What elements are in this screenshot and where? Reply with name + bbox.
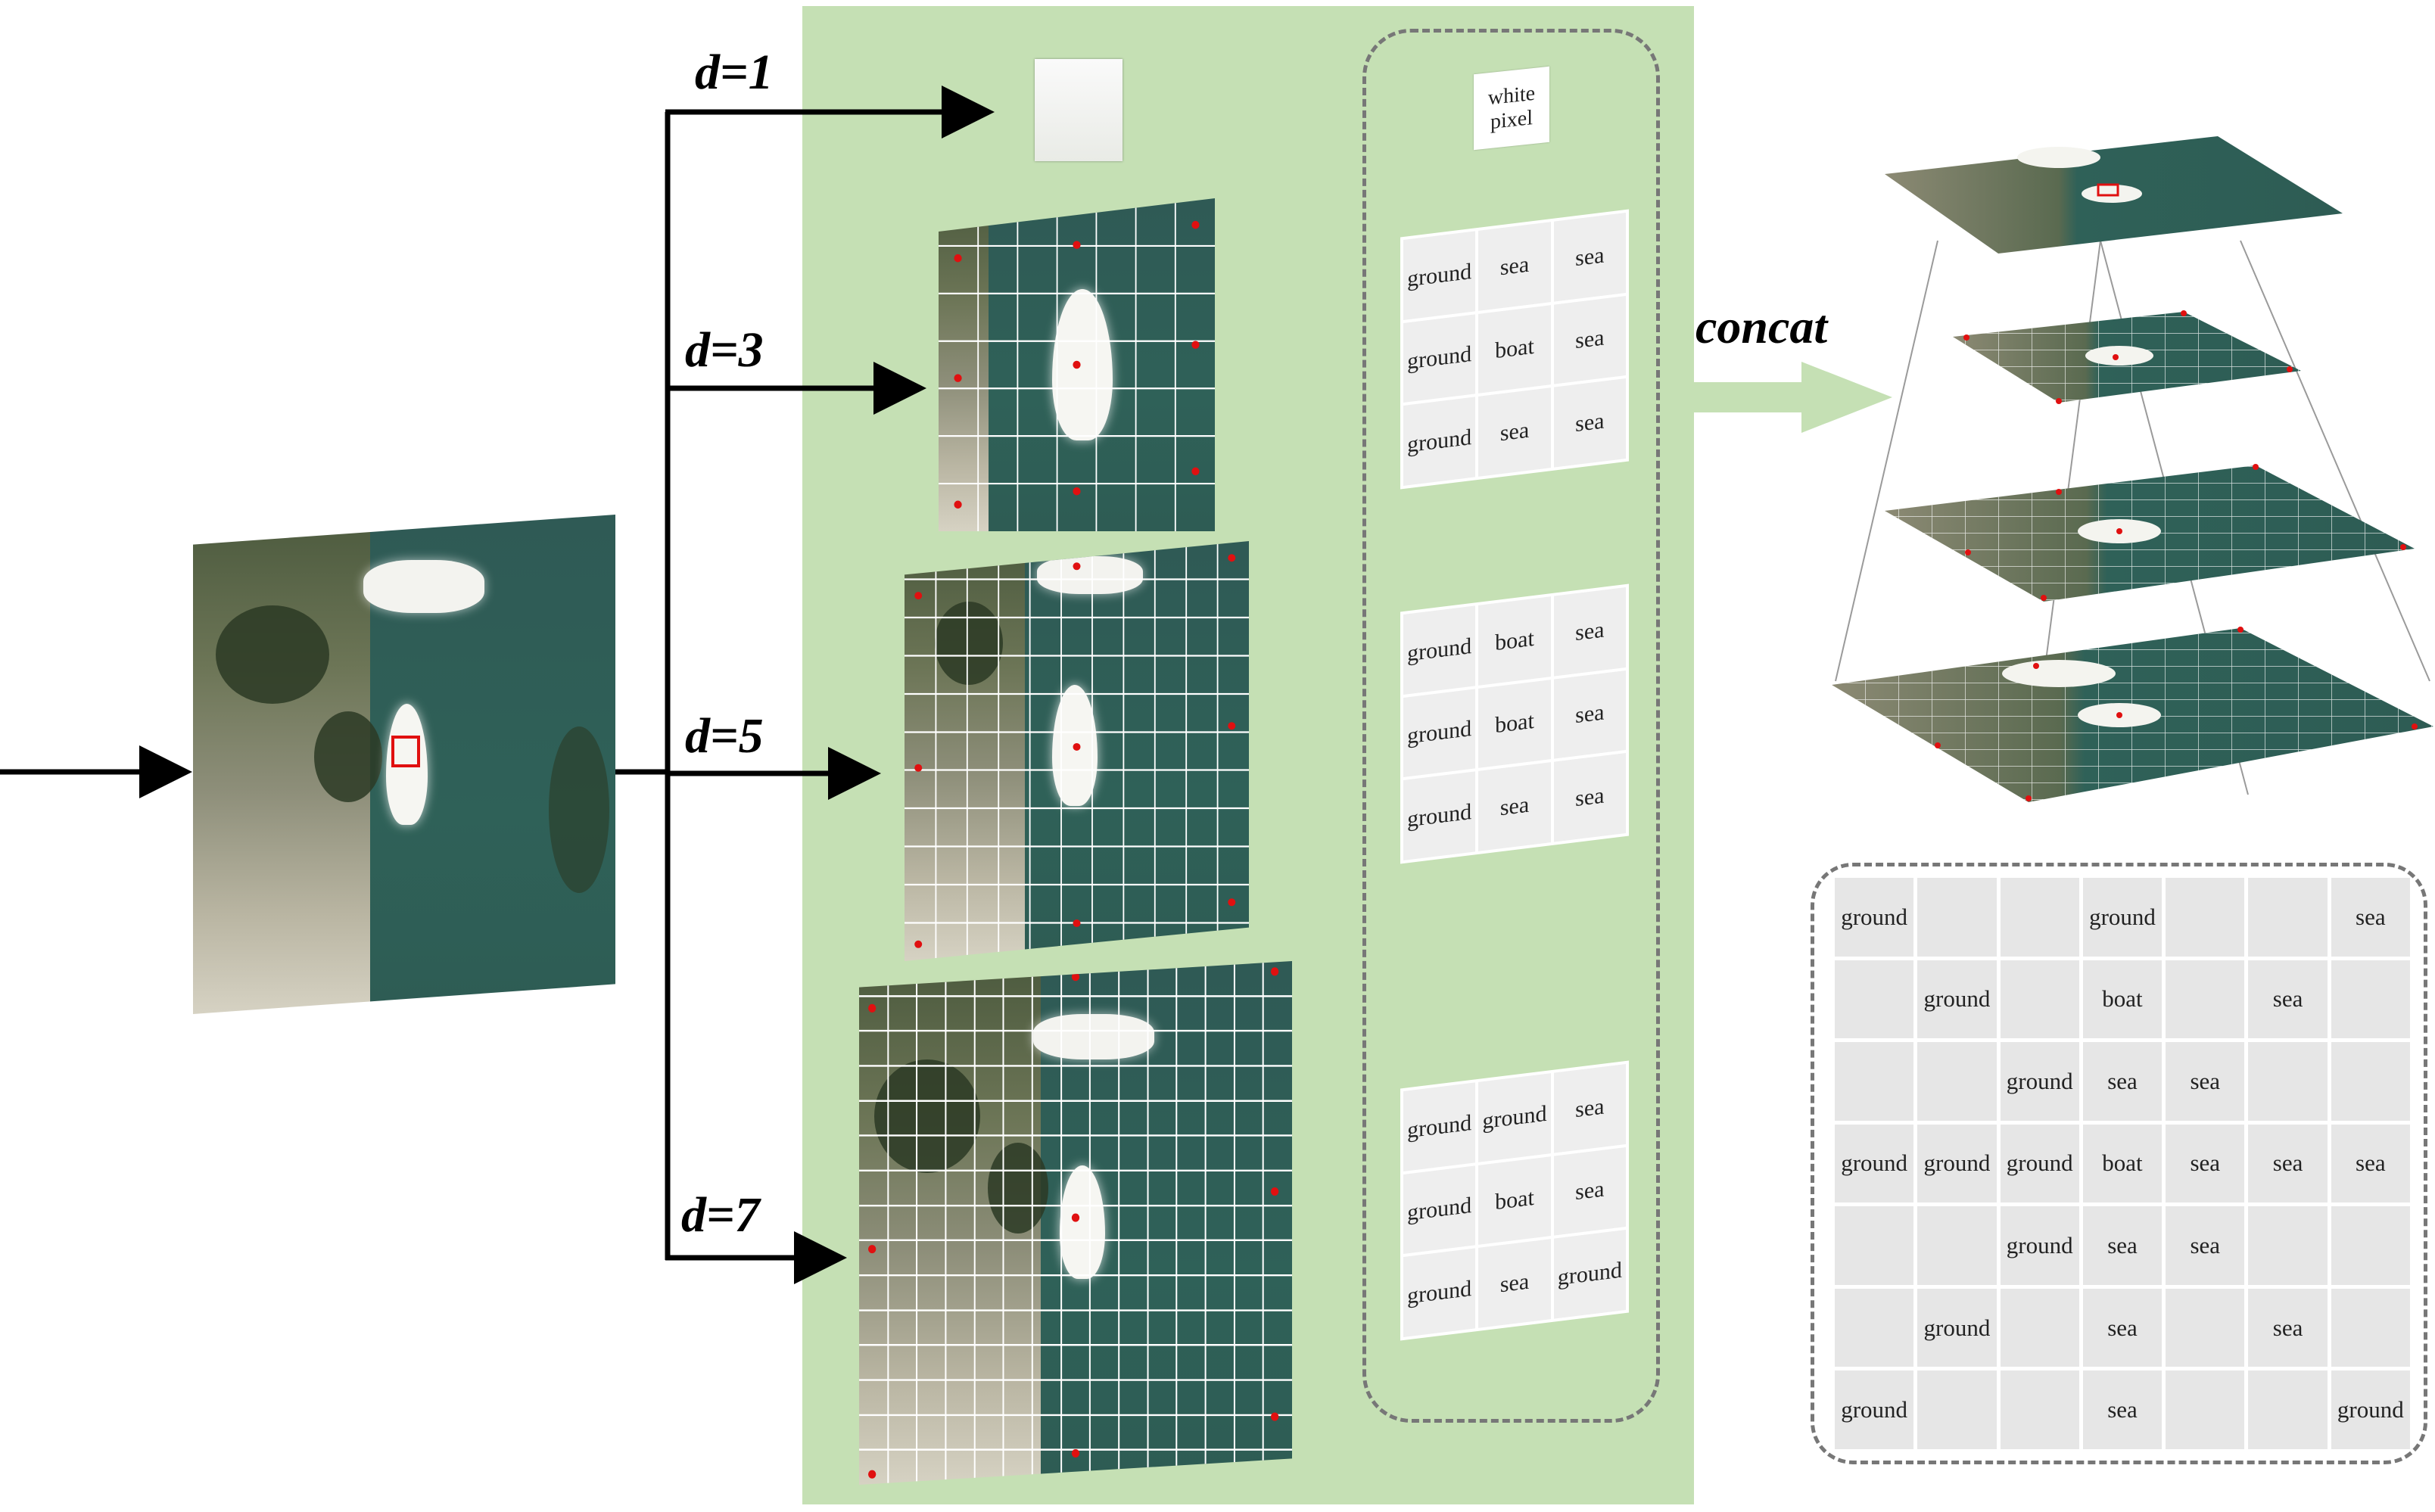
input-image xyxy=(193,515,615,1014)
merged-grid-cell xyxy=(2000,878,2079,957)
merged-grid-cell: ground xyxy=(1835,1124,1914,1203)
merged-grid-cell: ground xyxy=(1835,878,1914,957)
pyramid-layer-3 xyxy=(1885,464,2415,602)
concat-arrow xyxy=(1692,362,1892,433)
merged-grid-cell xyxy=(1835,960,1914,1039)
dilation-label-d7: d=7 xyxy=(681,1187,760,1243)
d3-sampled-grid xyxy=(939,198,1215,531)
pyramid-layer-top xyxy=(1885,136,2343,254)
merged-grid-cell: sea xyxy=(2166,1206,2245,1285)
merged-grid-cell xyxy=(2000,1288,2079,1367)
label-grid-group xyxy=(1362,29,1660,1423)
merged-grid-cell xyxy=(2166,878,2245,957)
dilation-label-d1: d=1 xyxy=(695,45,774,100)
merged-grid-cell: boat xyxy=(2082,960,2163,1039)
merged-grid-cell xyxy=(1917,1370,1997,1449)
merged-grid-cell xyxy=(2248,1042,2328,1121)
merged-grid-cell: ground xyxy=(2000,1124,2079,1203)
merged-grid-cell: ground xyxy=(1917,960,1997,1039)
merged-grid-cell xyxy=(1917,878,1997,957)
merged-grid-cell xyxy=(2166,960,2245,1039)
d5-sampled-grid xyxy=(905,541,1249,961)
merged-grid-cell: boat xyxy=(2082,1124,2163,1203)
merged-grid-cell xyxy=(2331,1042,2410,1121)
merged-grid-cell: sea xyxy=(2166,1124,2245,1203)
merged-grid-cell: sea xyxy=(2082,1288,2163,1367)
concat-label: concat xyxy=(1695,300,1828,353)
merged-grid-cell xyxy=(1835,1042,1914,1121)
merged-grid-cell: sea xyxy=(2331,1124,2410,1203)
merged-grid-cell xyxy=(2166,1288,2245,1367)
merged-grid-cell xyxy=(2331,1288,2410,1367)
merged-grid-cell xyxy=(2000,960,2079,1039)
merged-grid-cell xyxy=(2248,1206,2328,1285)
merged-grid-cell: ground xyxy=(1917,1288,1997,1367)
merged-grid-cell xyxy=(2331,960,2410,1039)
dilation-label-d3: d=3 xyxy=(685,322,764,378)
merged-grid-cell: ground xyxy=(2000,1042,2079,1121)
merged-grid-cell: sea xyxy=(2082,1206,2163,1285)
merged-grid-cell xyxy=(2166,1370,2245,1449)
merged-grid-cell: sea xyxy=(2248,1288,2328,1367)
d1-sample-patch xyxy=(1035,59,1123,161)
dilation-label-d5: d=5 xyxy=(685,708,764,764)
merged-grid-cell xyxy=(1835,1288,1914,1367)
merged-grid-cell xyxy=(2331,1206,2410,1285)
merged-grid-cell xyxy=(1835,1206,1914,1285)
merged-grid-cell xyxy=(2000,1370,2079,1449)
merged-grid-cell: sea xyxy=(2082,1370,2163,1449)
merged-grid-cell: sea xyxy=(2166,1042,2245,1121)
merged-grid-cell xyxy=(2248,1370,2328,1449)
merged-grid-cell: sea xyxy=(2331,878,2410,957)
merged-grid-frame xyxy=(1811,863,2427,1464)
pyramid-layer-2 xyxy=(1953,310,2301,404)
merged-grid-cell: sea xyxy=(2082,1042,2163,1121)
merged-grid-cell: ground xyxy=(1835,1370,1914,1449)
merged-grid-cell: sea xyxy=(2248,1124,2328,1203)
target-pixel-marker xyxy=(391,736,420,767)
merged-grid-cell xyxy=(1917,1206,1997,1285)
merged-grid-cell xyxy=(1917,1042,1997,1121)
merged-grid-cell: ground xyxy=(2082,878,2163,957)
merged-grid-cell: ground xyxy=(2000,1206,2079,1285)
merged-grid-cell xyxy=(2248,878,2328,957)
pyramid-layer-bottom xyxy=(1832,627,2433,802)
d7-sampled-grid xyxy=(859,961,1292,1485)
merged-grid-cell: ground xyxy=(1917,1124,1997,1203)
merged-grid-cell: ground xyxy=(2331,1370,2410,1449)
merged-grid-cell: sea xyxy=(2248,960,2328,1039)
